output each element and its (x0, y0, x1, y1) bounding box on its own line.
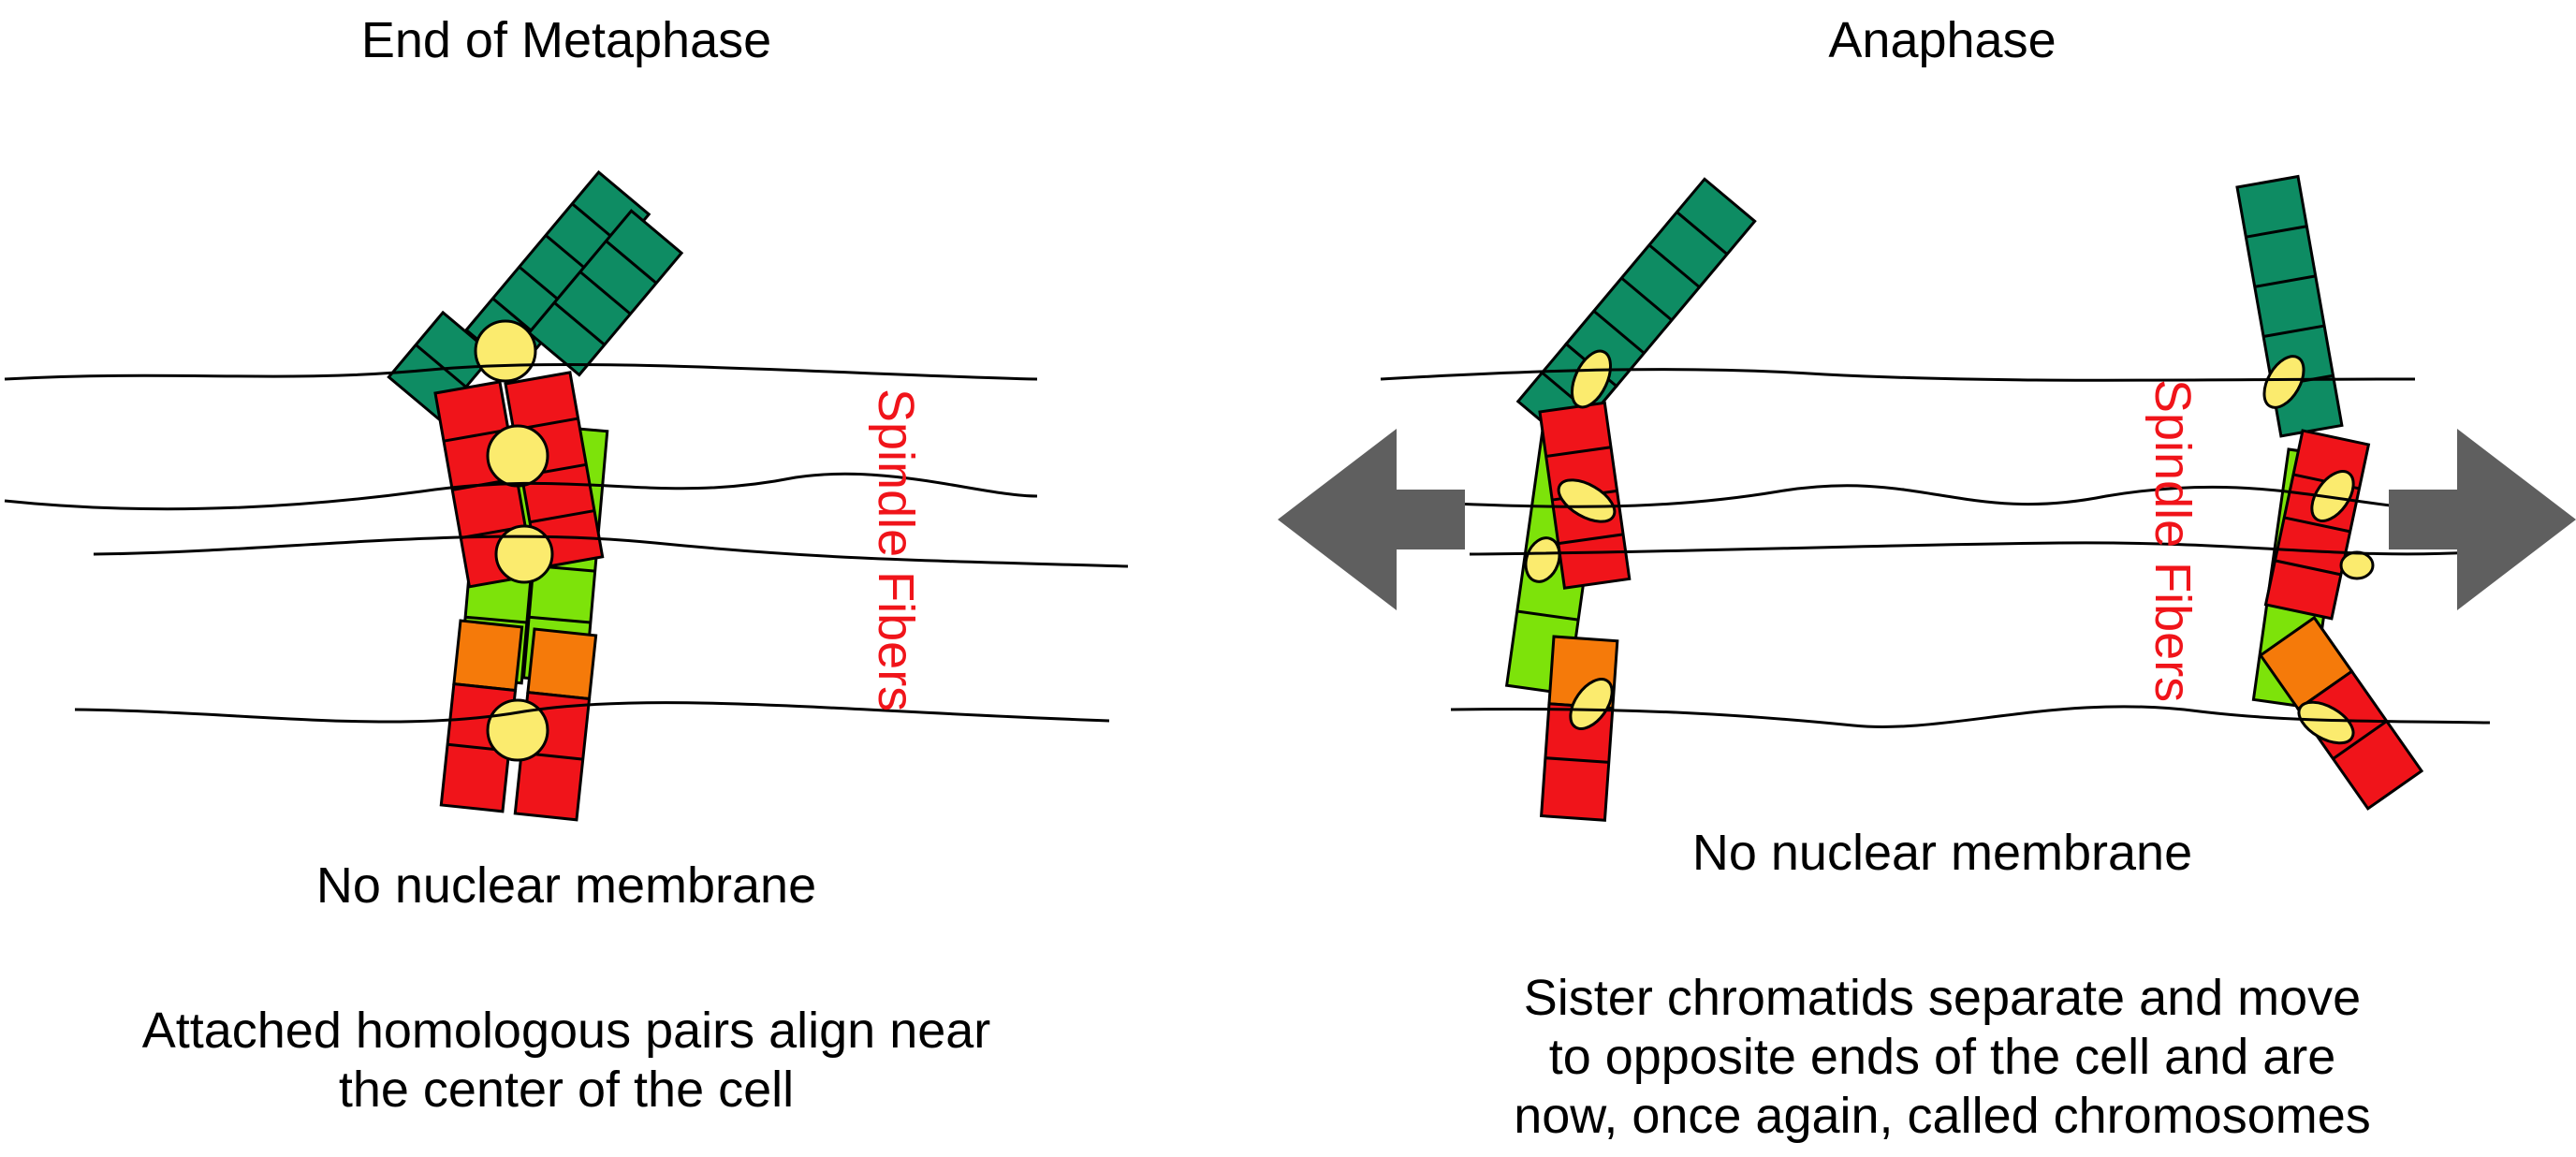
metaphase-chromosome-group (387, 169, 684, 822)
description-line: the center of the cell (338, 1062, 795, 1119)
anaphase-membrane-caption: No nuclear membrane (1691, 825, 2193, 881)
centromere (1557, 478, 1617, 523)
chromatid-dark-green (2235, 174, 2344, 438)
anaphase-spindle-label: Spindle Fibers (2144, 379, 2201, 703)
centromere (2262, 355, 2305, 409)
metaphase-membrane-caption: No nuclear membrane (315, 857, 817, 914)
centromere (2339, 550, 2375, 580)
metaphase-spindle-label: Spindle Fibers (868, 388, 924, 712)
centromere (1569, 678, 1614, 730)
chromatid-dark-green (527, 209, 684, 377)
metaphase-description: Attached homologous pairs align near the… (0, 1002, 1133, 1120)
anaphase-spindle-fibers (1380, 368, 2491, 728)
chromatid-dark-green (1515, 177, 1757, 446)
description-line: to opposite ends of the cell and are (1548, 1029, 2336, 1086)
metaphase-title: End of Metaphase (360, 12, 772, 68)
anaphase-chromosome-group (1504, 174, 2424, 822)
centromere (486, 424, 549, 488)
arrow-right-icon (2389, 429, 2576, 610)
centromere (474, 319, 537, 383)
description-line: Sister chromatids separate and move (1523, 970, 2362, 1026)
arrow-left-icon (1278, 429, 1465, 610)
anaphase-title: Anaphase (1828, 12, 2056, 68)
anaphase-description: Sister chromatids separate and move to o… (1371, 969, 2513, 1147)
centromere (494, 524, 554, 584)
centromere (1570, 349, 1613, 409)
metaphase-spindle-fibers (4, 363, 1129, 724)
description-line: now, once again, called chromosomes (1514, 1088, 2371, 1145)
description-line: Attached homologous pairs align near (141, 1003, 991, 1059)
centromere (2297, 700, 2355, 745)
